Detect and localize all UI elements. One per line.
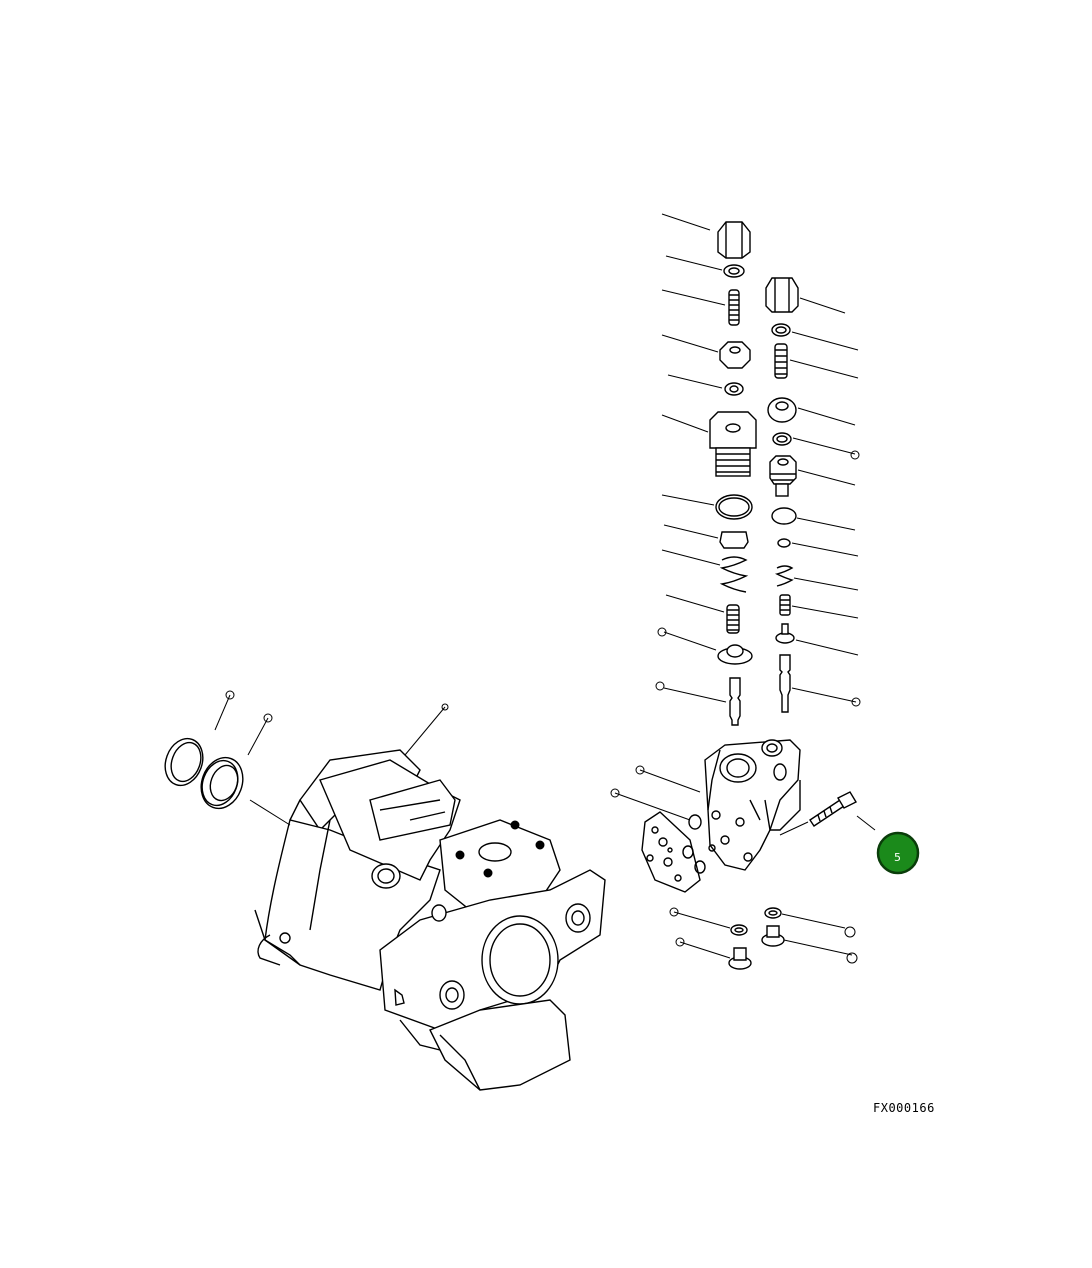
gasket-plate — [641, 811, 701, 893]
shaft-seal-ring-set — [164, 737, 244, 810]
leader-lines-left — [214, 690, 449, 826]
cap-screw — [779, 791, 876, 836]
control-valve-block — [704, 739, 801, 871]
callout-marker[interactable]: 5 — [876, 831, 920, 875]
leader-lines-left-stack — [655, 213, 727, 703]
bottom-plugs — [669, 907, 858, 970]
pump-housing — [254, 749, 606, 1091]
right-valve-stack — [765, 277, 799, 713]
callout-label: 5 — [894, 851, 901, 864]
block-orings — [610, 765, 706, 874]
callout-circle[interactable] — [876, 831, 920, 875]
left-valve-stack — [709, 221, 757, 726]
figure-code: FX000166 — [873, 1101, 935, 1115]
leader-lines-right-stack — [789, 297, 861, 707]
